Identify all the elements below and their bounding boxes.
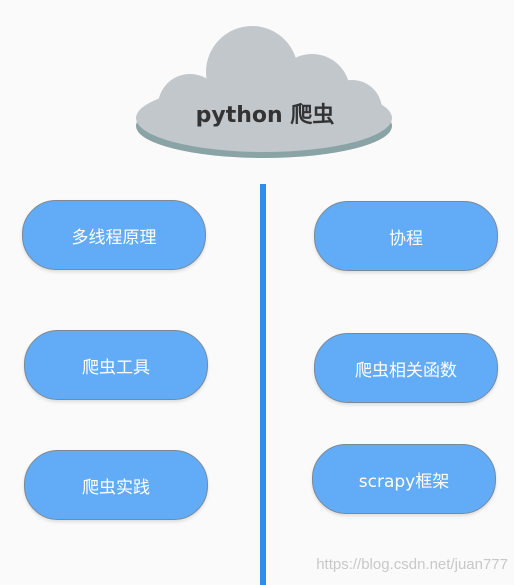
right-edge-strip	[514, 0, 518, 585]
center-divider	[260, 184, 266, 585]
node-coroutine: 协程	[314, 201, 498, 271]
node-crawler-practice: 爬虫实践	[24, 450, 208, 520]
node-crawler-functions: 爬虫相关函数	[314, 333, 498, 403]
cloud-shape	[136, 26, 392, 158]
node-scrapy-framework: scrapy框架	[312, 444, 496, 514]
node-multithreading: 多线程原理	[22, 200, 206, 270]
watermark-text: https://blog.csdn.net/juan777	[316, 556, 508, 573]
diagram-title: python 爬虫	[195, 103, 335, 128]
node-crawler-tools: 爬虫工具	[24, 330, 208, 400]
